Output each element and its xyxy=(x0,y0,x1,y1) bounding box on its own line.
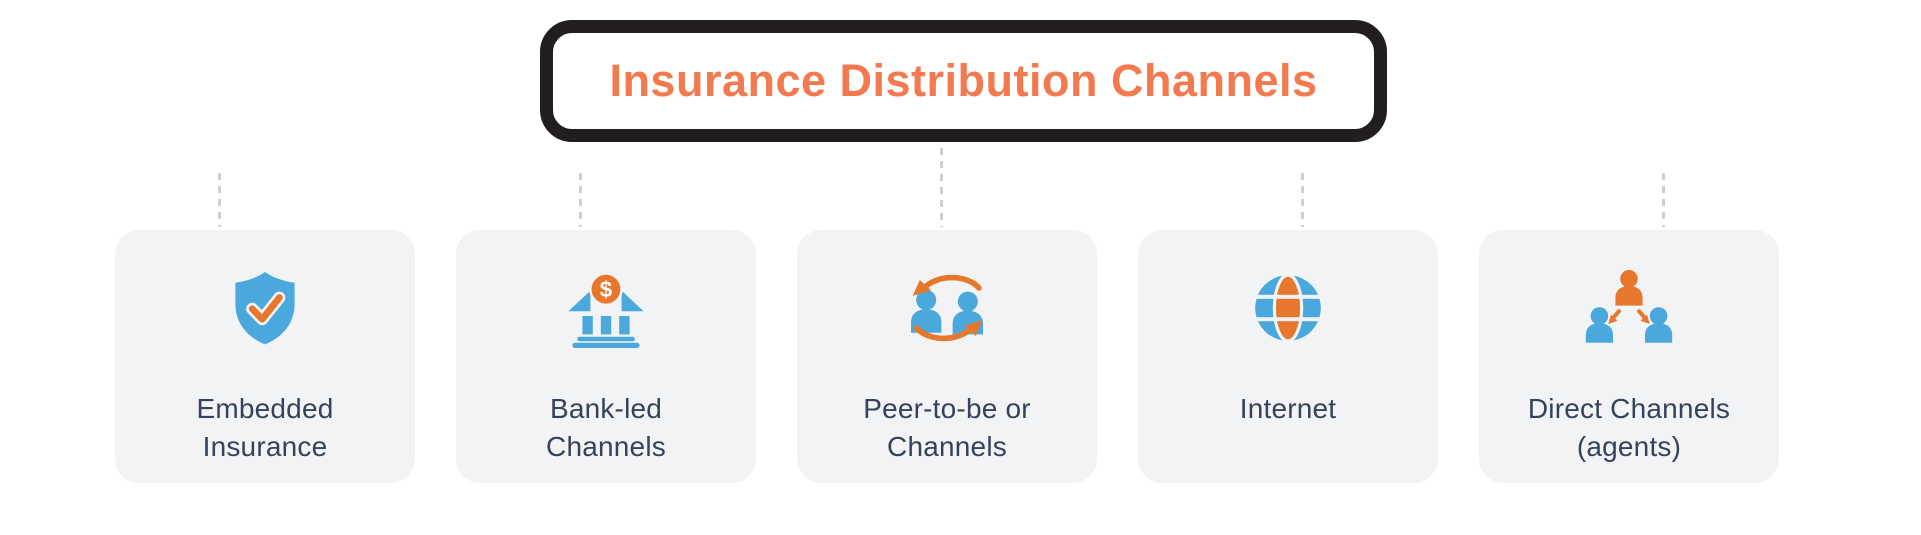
card-peer-to-peer-channels: Peer-to-be or Channels xyxy=(797,230,1097,483)
connector-line-4 xyxy=(1301,173,1304,227)
page-title: Insurance Distribution Channels xyxy=(609,55,1318,106)
people-network-icon xyxy=(1581,266,1677,350)
peer-to-peer-icon xyxy=(899,266,995,350)
card-label-line: (agents) xyxy=(1576,431,1682,462)
card-label-line: Channels xyxy=(887,431,1007,462)
card-label: Peer-to-be or Channels xyxy=(863,390,1031,466)
card-direct-channels-agents: Direct Channels (agents) xyxy=(1479,230,1779,483)
diagram-title-box: Insurance Distribution Channels xyxy=(540,20,1387,142)
card-label-line: Peer-to-be or xyxy=(863,393,1031,424)
card-bank-led-channels: $ Bank-led Channels xyxy=(456,230,756,483)
connector-line-3 xyxy=(940,148,943,227)
card-label: Direct Channels (agents) xyxy=(1528,390,1730,466)
globe-icon xyxy=(1248,266,1328,350)
dollar-sign: $ xyxy=(600,277,613,302)
card-embedded-insurance: Embedded Insurance xyxy=(115,230,415,483)
connector-line-2 xyxy=(579,173,582,227)
card-label: Internet xyxy=(1240,390,1337,428)
card-label-line: Embedded xyxy=(196,393,334,424)
card-label-line: Bank-led xyxy=(549,393,663,424)
bank-dollar-icon: $ xyxy=(566,266,646,350)
card-internet: Internet xyxy=(1138,230,1438,483)
shield-check-icon xyxy=(225,266,305,350)
connector-line-1 xyxy=(218,173,221,227)
card-label: Embedded Insurance xyxy=(196,390,333,466)
card-label-line: Channels xyxy=(546,431,666,462)
card-label-line: Internet xyxy=(1239,393,1337,424)
connector-line-5 xyxy=(1662,173,1665,227)
card-label-line: Direct Channels xyxy=(1527,393,1731,424)
card-label-line: Insurance xyxy=(202,431,328,462)
card-label: Bank-led Channels xyxy=(546,390,666,466)
